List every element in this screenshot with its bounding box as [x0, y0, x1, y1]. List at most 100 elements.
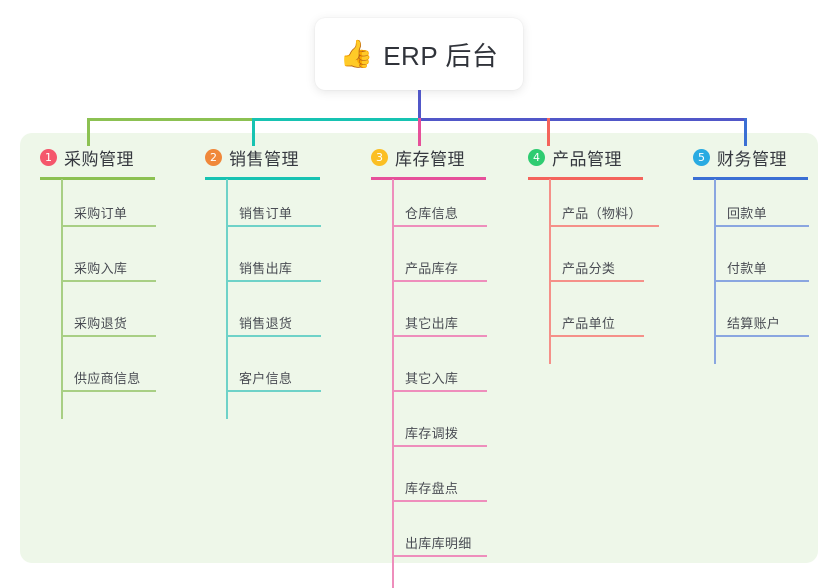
- branch-title-3: 库存管理: [395, 149, 465, 169]
- branch-drop-4: [547, 118, 550, 146]
- root-trunk-line: [418, 90, 421, 120]
- leaf-underline: [392, 335, 487, 337]
- leaf-underline: [392, 555, 487, 557]
- branch-underline-5: [693, 177, 808, 180]
- list-item[interactable]: 销售订单: [226, 197, 321, 227]
- list-item[interactable]: 销售退货: [226, 307, 321, 337]
- leaf-underline: [226, 390, 321, 392]
- branch-spine-3: [392, 179, 394, 588]
- list-item[interactable]: 产品库存: [392, 252, 487, 282]
- leaf-underline: [549, 280, 644, 282]
- branch-title-4: 产品管理: [552, 149, 622, 169]
- connector-bar-teal: [252, 118, 419, 121]
- branch-header-3[interactable]: 3 库存管理: [371, 145, 465, 169]
- list-item[interactable]: 客户信息: [226, 362, 321, 392]
- list-item[interactable]: 回款单: [714, 197, 809, 227]
- leaf-underline: [61, 390, 156, 392]
- leaf-underline: [61, 225, 156, 227]
- list-item[interactable]: 产品单位: [549, 307, 644, 337]
- connector-bar-green: [87, 118, 253, 121]
- branches-panel: [20, 133, 818, 563]
- branch-header-2[interactable]: 2 销售管理: [205, 145, 299, 169]
- branch-column-5: 5 财务管理 回款单 付款单 结算账户: [693, 145, 809, 364]
- leaf-underline: [392, 225, 487, 227]
- branch-title-1: 采购管理: [64, 149, 134, 169]
- leaf-label: 产品（物料）: [562, 206, 642, 221]
- branch-title-2: 销售管理: [229, 149, 299, 169]
- list-item[interactable]: 采购订单: [61, 197, 156, 227]
- list-item[interactable]: 销售出库: [226, 252, 321, 282]
- branch-spine-2: [226, 179, 228, 419]
- branch-drop-2: [252, 118, 255, 146]
- leaf-underline: [549, 335, 644, 337]
- branch-spine-1: [61, 179, 63, 419]
- branch-underline-4: [528, 177, 643, 180]
- leaf-underline: [226, 335, 321, 337]
- leaf-label: 采购入库: [74, 261, 128, 276]
- list-item[interactable]: 付款单: [714, 252, 809, 282]
- list-item[interactable]: 其它入库: [392, 362, 487, 392]
- leaf-label: 回款单: [727, 206, 767, 221]
- leaf-label: 仓库信息: [405, 206, 459, 221]
- branch-underline-2: [205, 177, 320, 180]
- branch-drop-1: [87, 118, 90, 146]
- root-node[interactable]: 👍 ERP 后台: [315, 18, 523, 90]
- branch-badge-3: 3: [371, 148, 388, 166]
- branch-header-5[interactable]: 5 财务管理: [693, 145, 787, 169]
- branch-header-4[interactable]: 4 产品管理: [528, 145, 622, 169]
- branch-title-5: 财务管理: [717, 149, 787, 169]
- leaf-underline: [226, 280, 321, 282]
- leaf-underline: [714, 225, 809, 227]
- list-item[interactable]: 库存调拨: [392, 417, 487, 447]
- leaf-underline: [226, 225, 321, 227]
- list-item[interactable]: 产品（物料）: [549, 197, 659, 227]
- list-item[interactable]: 采购退货: [61, 307, 156, 337]
- leaf-underline: [392, 280, 487, 282]
- list-item[interactable]: 库存盘点: [392, 472, 487, 502]
- leaf-label: 其它入库: [405, 371, 459, 386]
- leaf-label: 结算账户: [727, 316, 781, 331]
- leaf-label: 销售订单: [239, 206, 293, 221]
- branch-badge-2: 2: [205, 148, 222, 166]
- leaf-label: 产品分类: [562, 261, 616, 276]
- list-item[interactable]: 出库库明细: [392, 527, 487, 557]
- leaf-label: 采购退货: [74, 316, 128, 331]
- connector-bar-blue: [418, 118, 746, 121]
- list-item[interactable]: 仓库信息: [392, 197, 487, 227]
- leaf-label: 采购订单: [74, 206, 128, 221]
- leaf-underline: [392, 390, 487, 392]
- leaf-label: 产品库存: [405, 261, 459, 276]
- leaf-label: 销售退货: [239, 316, 293, 331]
- thumbs-up-icon: 👍: [339, 38, 374, 70]
- branch-underline-1: [40, 177, 155, 180]
- branch-column-1: 1 采购管理 采购订单 采购入库 采购退货 供应商信息: [40, 145, 156, 419]
- branch-header-1[interactable]: 1 采购管理: [40, 145, 134, 169]
- list-item[interactable]: 采购入库: [61, 252, 156, 282]
- leaf-label: 客户信息: [239, 371, 293, 386]
- leaf-underline: [549, 225, 659, 227]
- leaf-underline: [392, 500, 487, 502]
- leaf-label: 出库库明细: [405, 536, 472, 551]
- branch-spine-4: [549, 179, 551, 364]
- leaf-underline: [714, 280, 809, 282]
- branch-underline-3: [371, 177, 486, 180]
- leaf-label: 销售出库: [239, 261, 293, 276]
- leaf-underline: [61, 335, 156, 337]
- leaf-underline: [392, 445, 487, 447]
- list-item[interactable]: 结算账户: [714, 307, 809, 337]
- list-item[interactable]: 供应商信息: [61, 362, 156, 392]
- leaf-label: 付款单: [727, 261, 767, 276]
- branch-drop-5: [744, 118, 747, 146]
- leaf-label: 供应商信息: [74, 371, 141, 386]
- leaf-label: 库存调拨: [405, 426, 459, 441]
- list-item[interactable]: 产品分类: [549, 252, 644, 282]
- branch-spine-5: [714, 179, 716, 364]
- leaf-label: 库存盘点: [405, 481, 459, 496]
- branch-column-4: 4 产品管理 产品（物料） 产品分类 产品单位: [528, 145, 659, 364]
- branch-drop-3: [418, 118, 421, 146]
- branch-badge-5: 5: [693, 148, 710, 166]
- list-item[interactable]: 其它出库: [392, 307, 487, 337]
- branch-badge-4: 4: [528, 148, 545, 166]
- leaf-label: 其它出库: [405, 316, 459, 331]
